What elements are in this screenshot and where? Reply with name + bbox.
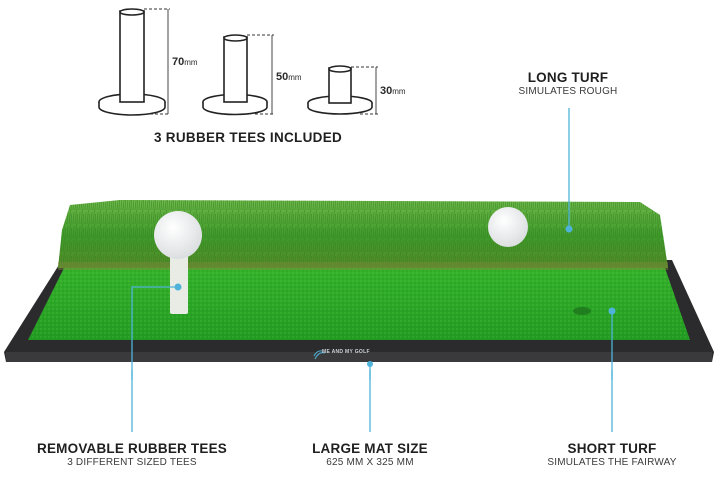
tee-50mm-label: 50mm bbox=[276, 71, 302, 83]
golf-mat-illustration bbox=[4, 190, 714, 380]
callout-short-turf: SHORT TURF SIMULATES THE FAIRWAY bbox=[512, 441, 712, 468]
callout-subtitle: SIMULATES ROUGH bbox=[518, 86, 618, 97]
callout-removable-tees: REMOVABLE RUBBER TEES 3 DIFFERENT SIZED … bbox=[18, 441, 246, 468]
callout-subtitle: 625 MM X 325 MM bbox=[326, 457, 414, 468]
callout-title: SHORT TURF bbox=[567, 441, 657, 456]
tee-30mm-icon bbox=[307, 65, 373, 115]
callout-long-turf: LONG TURF SIMULATES ROUGH bbox=[468, 70, 668, 97]
callout-subtitle: SIMULATES THE FAIRWAY bbox=[547, 457, 677, 468]
golf-ball-rough bbox=[488, 207, 528, 247]
callout-title: LONG TURF bbox=[527, 70, 609, 85]
brand-logo-icon bbox=[313, 350, 326, 360]
tee-30mm-label: 30mm bbox=[380, 85, 406, 97]
golf-ball-on-tee bbox=[154, 211, 202, 259]
tees-caption: 3 RUBBER TEES INCLUDED bbox=[153, 130, 343, 145]
brand-text: ME AND MY GOLF bbox=[322, 349, 370, 355]
rubber-tees-illustration bbox=[98, 8, 378, 116]
callout-title: REMOVABLE RUBBER TEES bbox=[37, 441, 227, 456]
tee-50mm-icon bbox=[202, 34, 268, 116]
rubber-tee bbox=[170, 252, 188, 314]
tee-70mm-icon bbox=[98, 8, 166, 116]
callout-subtitle: 3 DIFFERENT SIZED TEES bbox=[67, 457, 197, 468]
callout-title: LARGE MAT SIZE bbox=[312, 441, 428, 456]
tee-70mm-label: 70mm bbox=[172, 56, 198, 68]
callout-mat-size: LARGE MAT SIZE 625 MM X 325 MM bbox=[280, 441, 460, 468]
